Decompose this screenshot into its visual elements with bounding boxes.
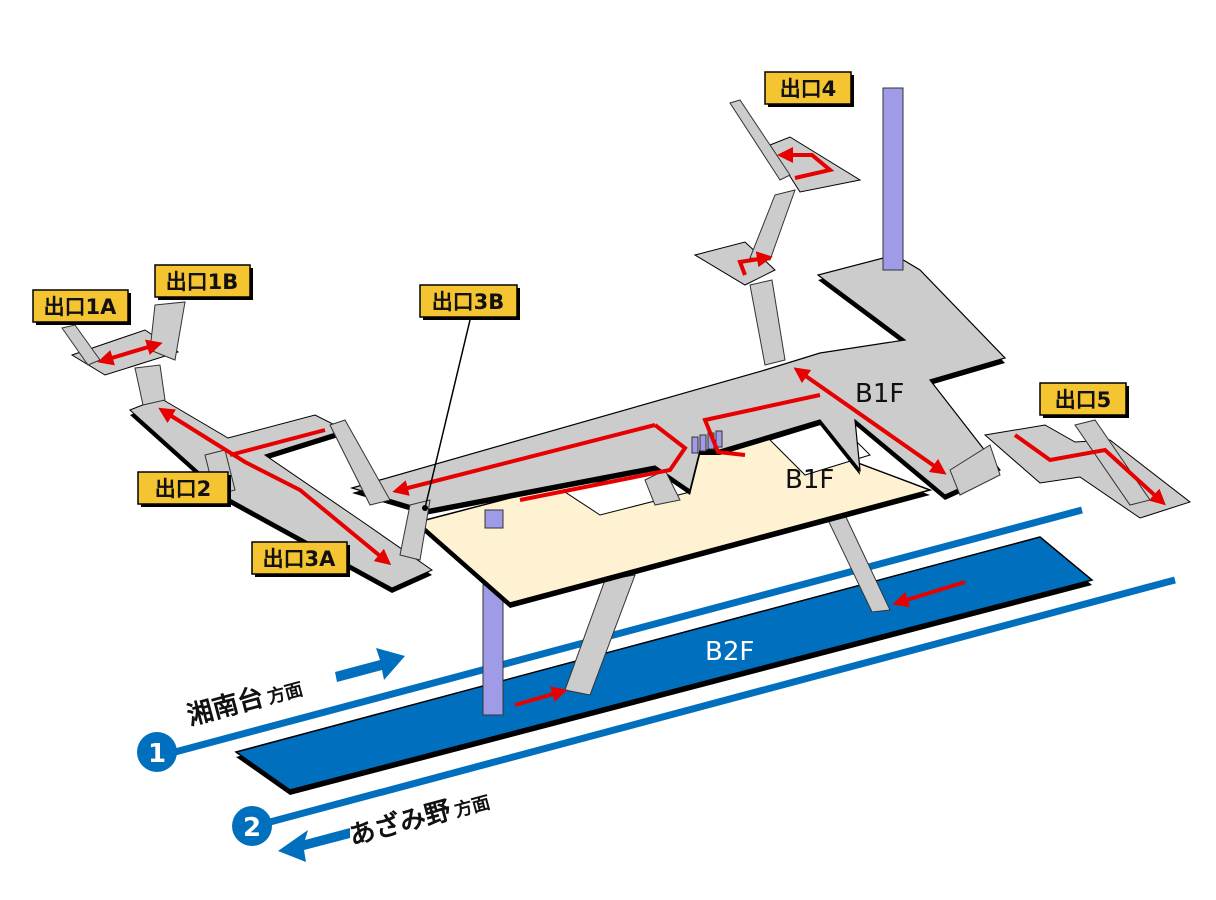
track-1-line xyxy=(174,506,1083,756)
exit-3b-leader-dot xyxy=(422,505,428,511)
route-line xyxy=(737,251,773,276)
route-line xyxy=(777,147,835,180)
exit-3b-leader-line xyxy=(424,319,471,509)
exit-4-text: 出口4 xyxy=(780,77,837,101)
exit-3a-text: 出口3A xyxy=(263,547,337,571)
ticket-gate xyxy=(715,430,723,448)
route-line xyxy=(229,428,326,457)
exit-label-4: 出口4 xyxy=(764,71,854,107)
route-line xyxy=(519,423,688,502)
exit-label-5: 出口5 xyxy=(1039,382,1129,418)
route-line xyxy=(392,423,656,496)
exit-1b-text: 出口1B xyxy=(166,270,239,294)
route-arrow-platform-left xyxy=(514,686,568,707)
track-2-badge: 2 xyxy=(232,806,272,846)
exit-2-text: 出口2 xyxy=(155,477,212,501)
track-2-number: 2 xyxy=(243,813,261,843)
exit-3b-text: 出口3B xyxy=(432,290,505,314)
ticket-gate xyxy=(699,434,707,452)
exit-label-1b: 出口1B xyxy=(154,264,253,300)
track-2-line xyxy=(269,576,1176,826)
track-2-circle xyxy=(232,806,272,846)
exit-label-1a: 出口1A xyxy=(32,289,131,325)
stairs-exit-1-down xyxy=(134,364,166,406)
exit-label-3b: 出口3B xyxy=(419,284,520,320)
route-line xyxy=(702,393,821,457)
track-2-suffix: 方面 xyxy=(452,791,492,822)
route-line xyxy=(793,367,947,475)
route-line xyxy=(158,407,392,566)
pillar-lower xyxy=(482,584,504,716)
b2f-label: B2F xyxy=(705,637,754,667)
stairs-exit-3b xyxy=(399,499,431,561)
exit-5-text: 出口5 xyxy=(1055,388,1112,412)
route-arrow-platform-right xyxy=(892,580,966,608)
track-1-destination: 湘南台 xyxy=(184,682,267,732)
track-2-destination: あざみ野 xyxy=(346,795,454,852)
b1f-label-upper: B1F xyxy=(855,379,904,409)
direction-arrow-right-icon xyxy=(335,648,405,682)
stairs-exit-5-side xyxy=(949,444,1001,496)
track-lines xyxy=(174,506,1176,826)
route-line xyxy=(97,339,163,366)
exit-label-2: 出口2 xyxy=(137,471,231,507)
b1f-label-lower: B1F xyxy=(785,465,834,495)
direction-arrow-left-icon xyxy=(278,828,350,862)
stairs-exit-4-top xyxy=(729,99,791,181)
stairs-exit-4-bottom xyxy=(749,279,786,366)
track-1-number: 1 xyxy=(148,739,166,769)
stairs-exit-1b xyxy=(149,301,186,361)
track-1-circle xyxy=(137,732,177,772)
exit-1a-text: 出口1A xyxy=(44,295,118,319)
elevator-box xyxy=(484,509,504,529)
track-1-badge: 1 xyxy=(137,732,177,772)
route-lines xyxy=(97,147,1166,566)
exit-label-3a: 出口3A xyxy=(251,541,350,577)
track-1-suffix: 方面 xyxy=(265,678,305,709)
stairs-exit-4-mid xyxy=(749,189,796,261)
ticket-gate xyxy=(691,436,699,454)
pillar-upper xyxy=(882,87,904,271)
route-line xyxy=(1013,433,1166,506)
